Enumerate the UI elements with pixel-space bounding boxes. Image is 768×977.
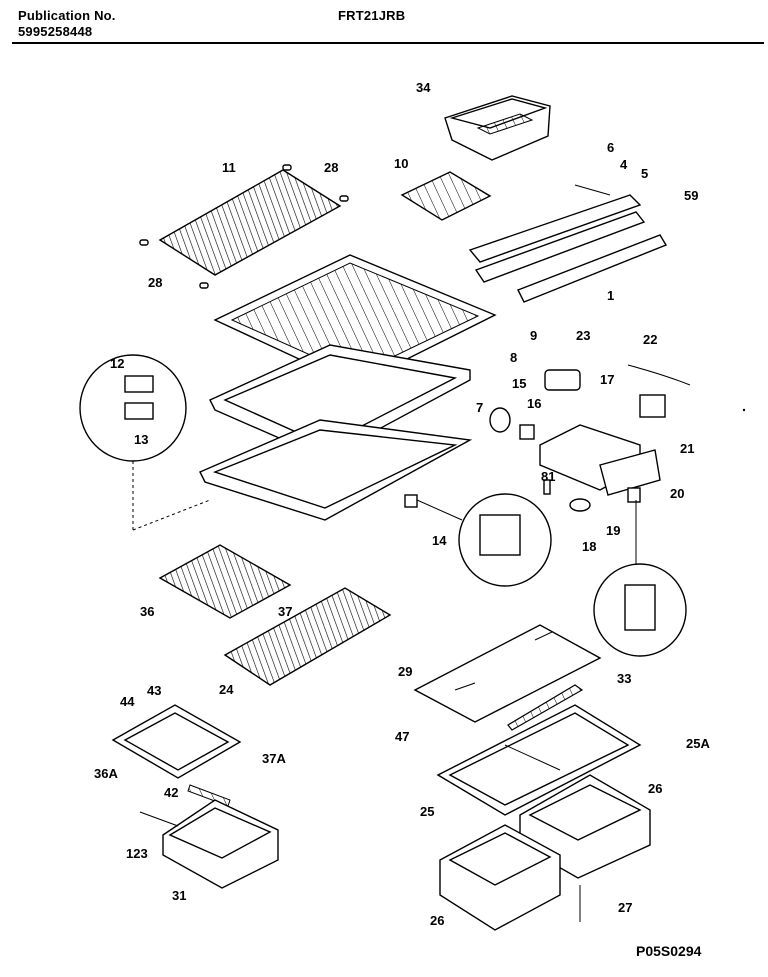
callout-20: 20 [670,486,684,501]
callout-28: 28 [324,160,338,175]
detail-circle-14 [404,493,552,587]
callout-4: 4 [620,157,628,172]
callout-25: 25 [420,804,434,819]
publication-number: 5995258448 [18,24,93,39]
callout-5: 5 [641,166,648,181]
control-components [489,364,691,512]
callout-9: 9 [530,328,537,343]
callout-18: 18 [582,539,596,554]
callout-42: 42 [164,785,178,800]
callout-15: 15 [512,376,526,391]
glass-47 [413,624,602,723]
callout-27: 27 [618,900,632,915]
shelf-9 [213,254,497,386]
wire-shelf-36-37 [158,544,292,619]
callout-59: 59 [684,188,698,203]
drawer-26-left [439,824,561,931]
callout-10: 10 [394,156,408,171]
crisper-cover-25A [436,704,642,816]
callout-31: 31 [172,888,186,903]
callout-19: 19 [606,523,620,538]
callout-14: 14 [432,533,447,548]
wire-shelf-11 [139,164,349,289]
callout-13: 13 [134,432,148,447]
trim-33 [507,684,584,731]
model-number: FRT21JRB [338,8,406,23]
callout-17: 17 [600,372,614,387]
callout-25a: 25A [686,736,710,751]
callout-36a: 36A [94,766,118,781]
callout-23: 23 [576,328,590,343]
callout-26: 26 [648,781,662,796]
callout-36: 36 [140,604,154,619]
detail-circle-19 [593,500,687,657]
callout-21: 21 [680,441,694,456]
ice-bucket-34 [444,95,551,161]
ice-tray-10 [400,171,492,221]
header-rule [12,42,764,44]
callout-1: 1 [607,288,614,303]
callout-33: 33 [617,671,631,686]
tray-7 [199,419,473,521]
callout-123: 123 [126,846,148,861]
wire-shelf-24-29 [223,587,392,686]
callout-81: 81 [541,469,555,484]
callout-7: 7 [476,400,483,415]
callout-34: 34 [416,80,431,95]
callout-6: 6 [607,140,614,155]
publication-label: Publication No. [18,8,116,23]
detail-circle-12-13 [79,354,211,531]
callout-47: 47 [395,729,409,744]
callout-28-second: 28 [148,275,162,290]
crisper-cover-43 [111,704,242,779]
callout-12: 12 [110,356,124,371]
callout-8: 8 [510,350,517,365]
callout-37a: 37A [262,751,286,766]
drawer-31 [139,799,279,889]
callout-22: 22 [643,332,657,347]
callout-29: 29 [398,664,412,679]
callout-37: 37 [278,604,292,619]
callout-44: 44 [120,694,135,709]
callout-11: 11 [222,160,236,175]
callout-24: 24 [219,682,234,697]
control-housing-8 [209,344,471,459]
callout-43: 43 [147,683,161,698]
shelf-rails [468,184,668,303]
figure-code: P05S0294 [636,943,702,959]
strip-42 [187,784,231,807]
callout-16: 16 [527,396,541,411]
callout-26-second: 26 [430,913,444,928]
